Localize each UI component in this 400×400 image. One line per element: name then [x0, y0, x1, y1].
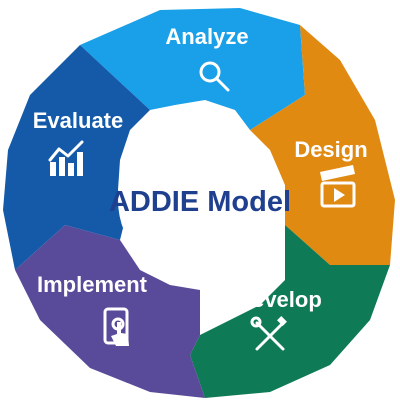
- segment-design: [250, 25, 395, 265]
- label-evaluate: Evaluate: [33, 108, 124, 133]
- segment-implement: [15, 225, 205, 398]
- label-analyze: Analyze: [165, 24, 248, 49]
- tools-icon: [250, 316, 287, 351]
- clapperboard-icon: [320, 165, 356, 208]
- label-develop: Develop: [236, 287, 322, 312]
- magnifier-icon: [199, 61, 230, 92]
- center-title: ADDIE Model: [109, 186, 291, 218]
- label-design: Design: [294, 137, 367, 162]
- label-implement: Implement: [37, 272, 148, 297]
- bar-chart-icon: [48, 140, 84, 176]
- segment-analyze: [80, 8, 305, 130]
- segment-evaluate: [3, 45, 150, 270]
- segment-develop: [190, 225, 390, 398]
- center-circle: [118, 118, 282, 282]
- touch-tablet-icon: [103, 307, 129, 346]
